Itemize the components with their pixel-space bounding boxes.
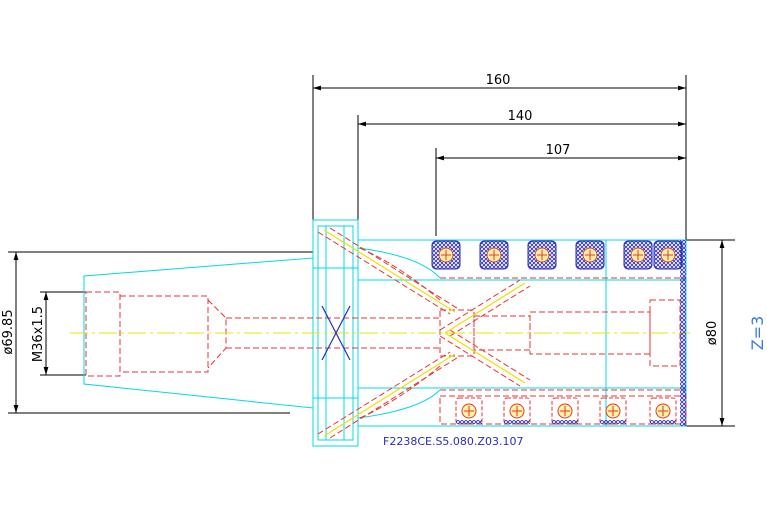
dim-short-length: 107 — [546, 143, 571, 158]
insert-pockets-top — [431, 240, 683, 270]
flange-cross-mark — [321, 305, 351, 361]
insert-pockets-bottom — [455, 397, 677, 425]
dim-shank-diameter: ø69.85 — [1, 309, 16, 354]
dim-total-length: 160 — [486, 73, 511, 88]
body-edge-hatch — [680, 240, 686, 426]
tooth-count-note: Z=3 — [748, 316, 767, 351]
coolant-centerlines — [323, 229, 526, 437]
dim-mid-length: 140 — [508, 109, 533, 124]
part-number: F2238CE.S5.080.Z03.107 — [383, 435, 523, 448]
dim-thread: M36x1.5 — [31, 306, 46, 362]
dimension-lines — [8, 75, 735, 427]
dim-body-diameter: ø80 — [705, 321, 720, 346]
